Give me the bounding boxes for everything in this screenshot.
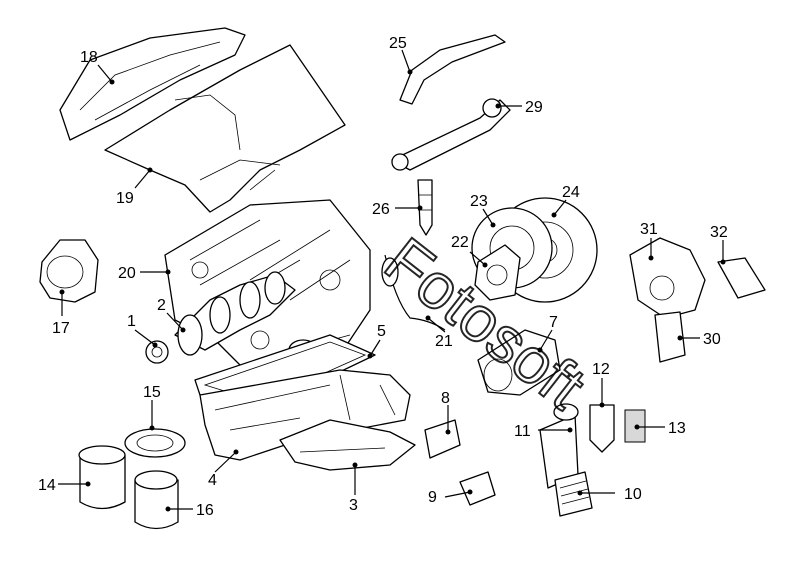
label-22: 22 — [451, 234, 469, 251]
label-7: 7 — [549, 314, 558, 331]
part-29-fuel-rail — [391, 98, 511, 171]
part-22-seal-housing — [474, 244, 521, 301]
part-7-starter — [477, 329, 561, 396]
part-18-engine-cover — [59, 27, 246, 141]
label-19: 19 — [116, 190, 134, 207]
label-31: 31 — [640, 221, 658, 238]
label-15: 15 — [143, 384, 161, 401]
part-11-filter-bracket — [539, 403, 579, 489]
label-2: 2 — [157, 297, 166, 314]
label-21: 21 — [435, 333, 453, 350]
part-2-crankshaft — [174, 271, 296, 356]
label-20: 20 — [118, 265, 136, 282]
part-14-filter-housing — [78, 445, 126, 510]
part-17-vacuum-pump — [39, 239, 99, 303]
label-32: 32 — [710, 224, 728, 241]
label-30: 30 — [703, 331, 721, 348]
label-9: 9 — [428, 489, 437, 506]
part-32-small-bracket — [717, 257, 766, 299]
label-4: 4 — [208, 472, 217, 489]
label-1: 1 — [127, 313, 136, 330]
label-10: 10 — [624, 486, 642, 503]
part-16-filter — [134, 470, 179, 530]
part-30-mount-bracket — [654, 311, 686, 363]
label-3: 3 — [349, 497, 358, 514]
callout-labels: 1 2 3 4 5 7 8 9 10 11 12 13 14 15 16 17 … — [38, 35, 728, 519]
part-25-pipe — [399, 34, 506, 105]
label-8: 8 — [441, 390, 450, 407]
label-24: 24 — [562, 184, 580, 201]
label-17: 17 — [52, 320, 70, 337]
part-31-engine-mount — [629, 237, 706, 319]
label-23: 23 — [470, 193, 488, 210]
part-12-filter — [589, 404, 615, 453]
part-15-bracket — [124, 428, 186, 458]
label-16: 16 — [196, 502, 214, 519]
label-14: 14 — [38, 477, 56, 494]
label-12: 12 — [592, 361, 610, 378]
label-18: 18 — [80, 49, 98, 66]
label-5: 5 — [377, 323, 386, 340]
part-3-oil-baffle — [279, 419, 416, 471]
part-1-sprocket — [145, 340, 169, 364]
label-29: 29 — [525, 99, 543, 116]
part-19-engine-shroud — [104, 44, 346, 213]
label-11: 11 — [514, 423, 531, 440]
label-13: 13 — [668, 420, 686, 437]
part-26-injector — [417, 179, 433, 236]
part-8-bracket — [424, 419, 461, 459]
part-10-oil-cooler — [554, 471, 593, 517]
part-9-mount — [459, 471, 496, 506]
label-25: 25 — [389, 35, 407, 52]
leader-lines — [58, 49, 726, 512]
label-26: 26 — [372, 201, 390, 218]
